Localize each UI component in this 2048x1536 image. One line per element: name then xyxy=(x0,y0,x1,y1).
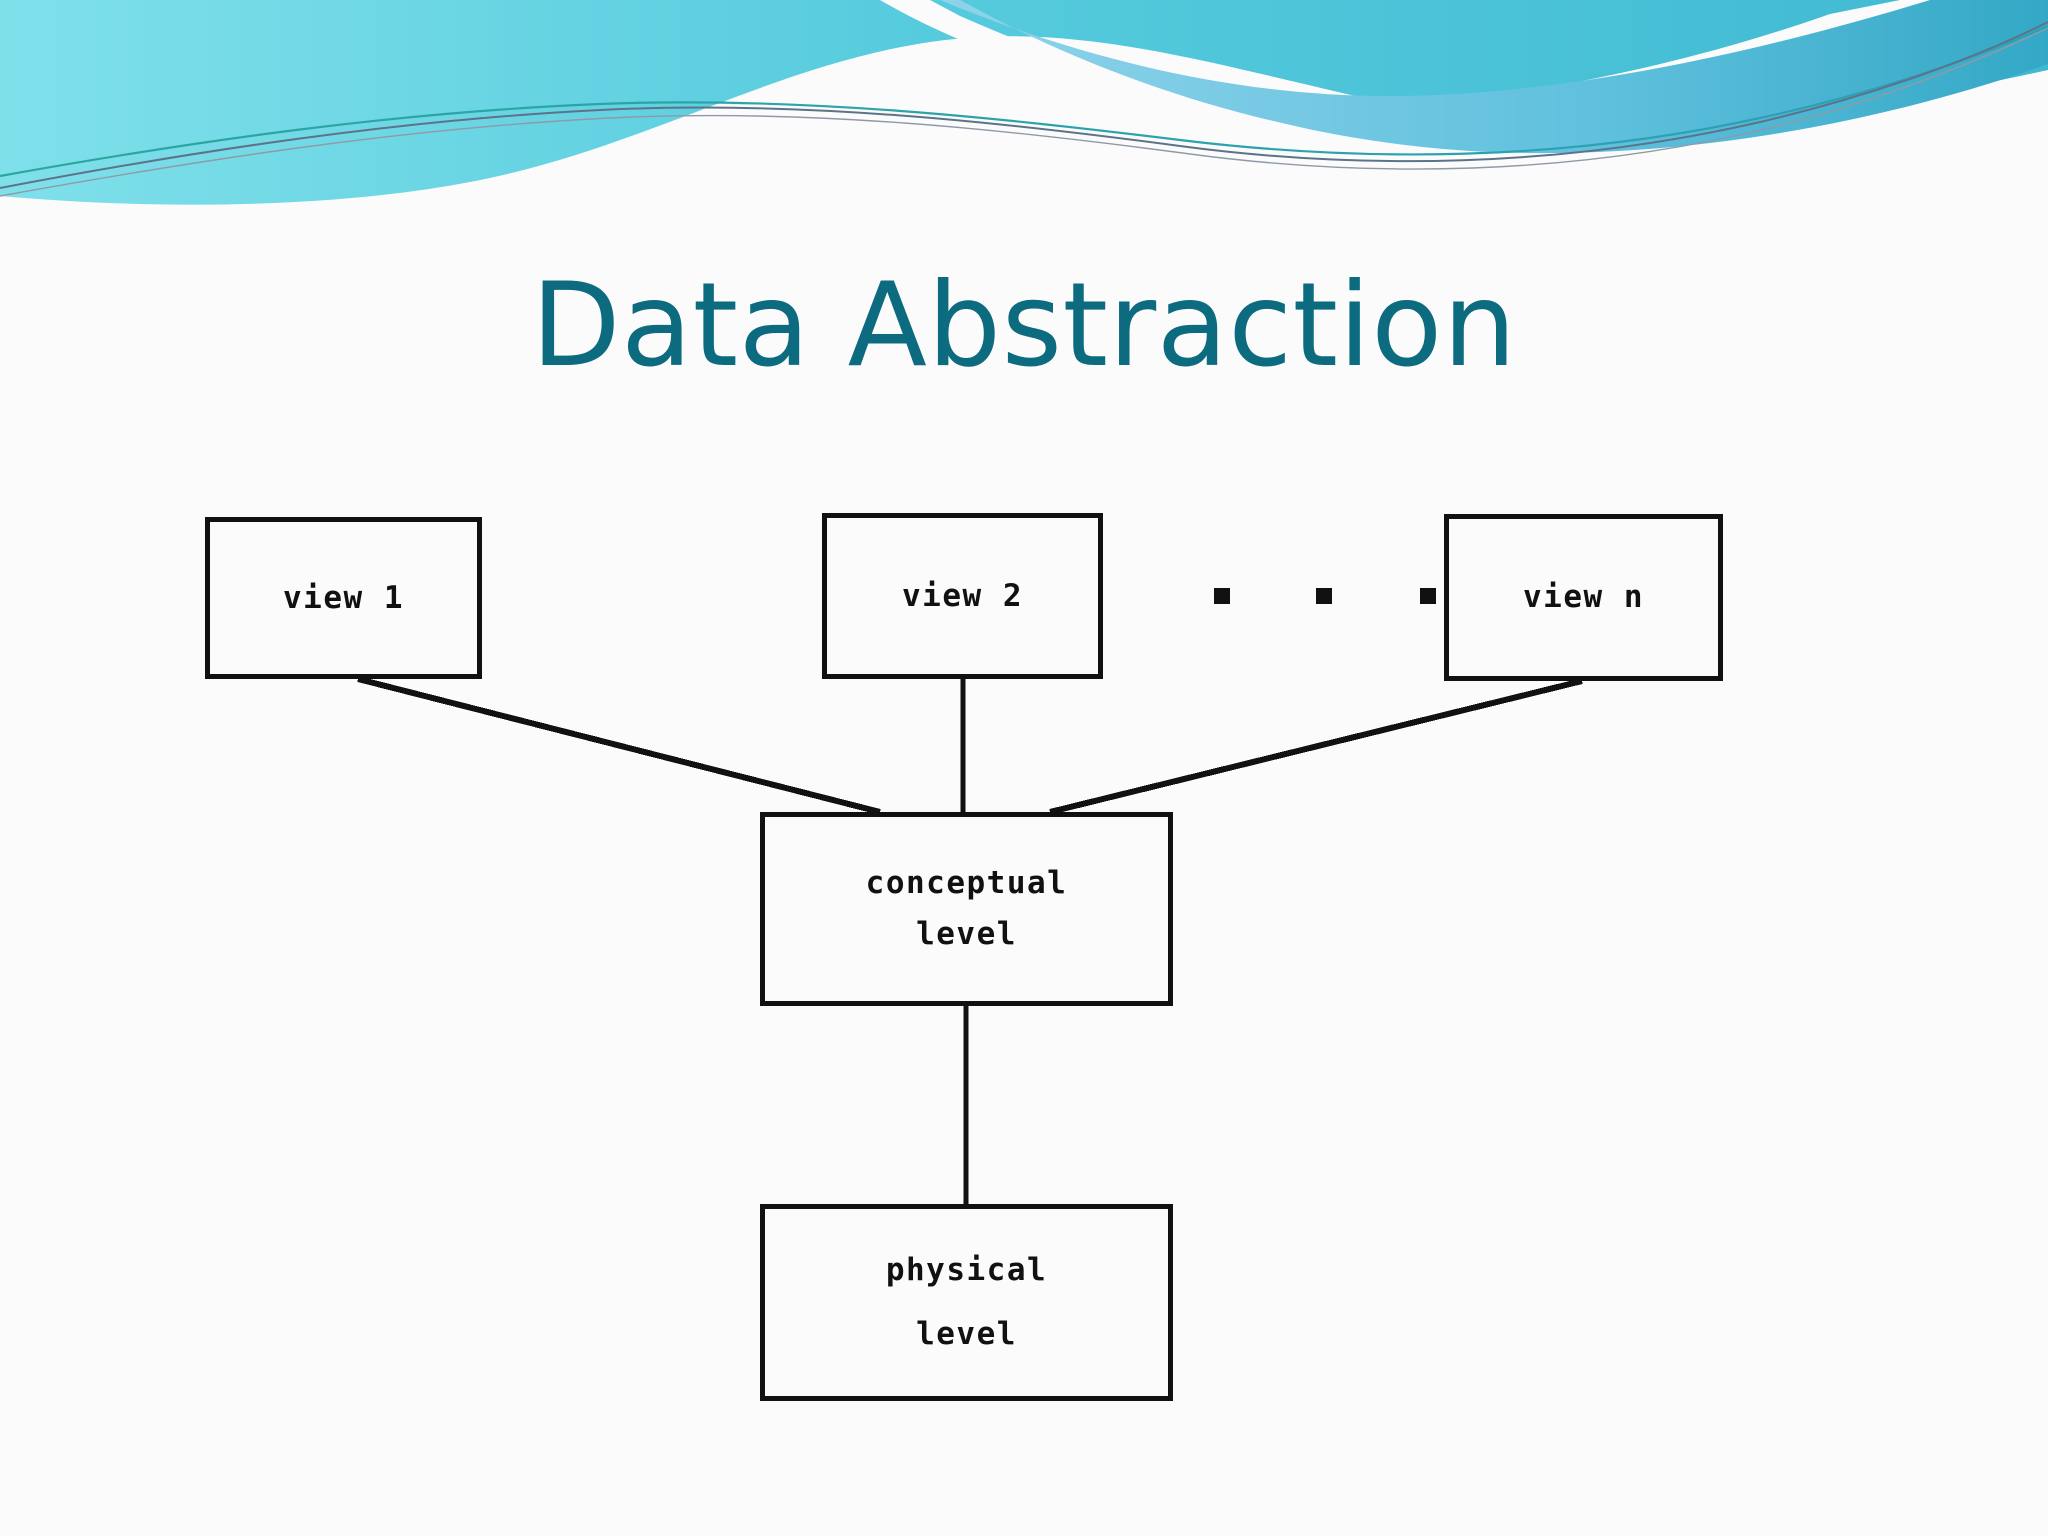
ellipsis-square-icon-3 xyxy=(1420,588,1436,604)
ellipsis-square-icon-2 xyxy=(1316,588,1332,604)
node-physical-level-line-1: physical xyxy=(885,1251,1048,1288)
edge-view1-conceptual xyxy=(357,676,881,815)
node-view-2-label: view 2 xyxy=(902,577,1023,614)
ellipsis-square-icon-1 xyxy=(1214,588,1230,604)
node-view-n[interactable]: view n xyxy=(1444,514,1723,681)
page-title: Data Abstraction xyxy=(531,258,1517,393)
node-conceptual-level[interactable]: conceptual level xyxy=(760,812,1173,1006)
node-view-2[interactable]: view 2 xyxy=(822,513,1103,679)
node-view-1-label: view 1 xyxy=(283,579,404,616)
node-conceptual-level-line-2: level xyxy=(916,916,1017,952)
node-view-n-label: view n xyxy=(1523,579,1644,615)
node-physical-level[interactable]: physical level xyxy=(760,1204,1173,1401)
node-view-1[interactable]: view 1 xyxy=(205,517,482,679)
edge-viewn-conceptual xyxy=(1049,678,1583,815)
node-physical-level-line-2: level xyxy=(916,1315,1017,1352)
node-conceptual-level-line-1: conceptual xyxy=(865,864,1068,901)
